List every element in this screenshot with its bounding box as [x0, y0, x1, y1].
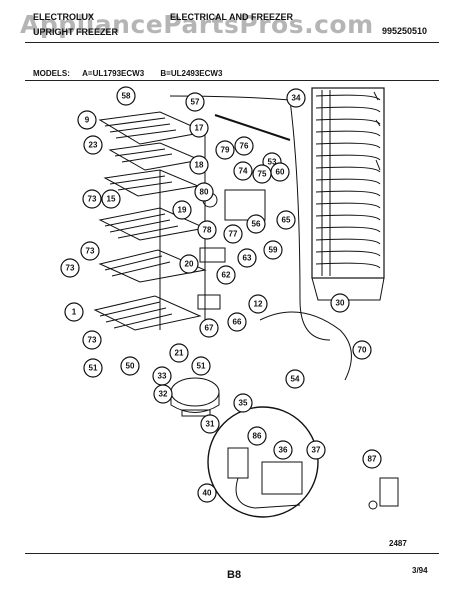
callout-53: 53	[268, 158, 277, 167]
models-line: MODELS: A=UL1793ECW3 B=UL2493ECW3	[33, 69, 222, 78]
models-rule	[25, 80, 439, 81]
callout-51: 51	[197, 362, 206, 371]
callout-73b: 73	[86, 247, 95, 256]
callout-20: 20	[185, 260, 194, 269]
shelves	[93, 111, 207, 331]
callout-60: 60	[276, 168, 285, 177]
callout-1: 1	[72, 308, 77, 317]
control-box	[224, 189, 266, 221]
callout-30: 30	[336, 299, 345, 308]
callout-87: 87	[368, 455, 377, 464]
callout-31: 31	[206, 420, 215, 429]
callout-40: 40	[203, 489, 212, 498]
callout-54: 54	[291, 375, 300, 384]
callout-62: 62	[222, 271, 231, 280]
callout-12: 12	[254, 300, 263, 309]
callout-18: 18	[195, 161, 204, 170]
header-rule	[25, 42, 439, 43]
callout-58: 58	[122, 92, 131, 101]
callout-32: 32	[159, 390, 168, 399]
drawing-number: 2487	[389, 539, 407, 548]
callout-21: 21	[175, 349, 184, 358]
callout-23: 23	[89, 141, 98, 150]
product-line: UPRIGHT FREEZER	[33, 27, 119, 37]
section-title: ELECTRICAL AND FREEZER	[170, 12, 294, 22]
watermark: AppliancePartsPros.com	[20, 10, 374, 39]
callout-80: 80	[200, 188, 209, 197]
footer-rule	[25, 553, 439, 554]
callout-17: 17	[195, 124, 204, 133]
callout-76: 76	[240, 142, 249, 151]
page-number: B8	[227, 569, 242, 581]
model-b: B=UL2493ECW3	[160, 69, 223, 78]
callout-77: 77	[229, 230, 238, 239]
part-number: 995250510	[382, 26, 428, 36]
detail-view-circle	[207, 406, 319, 518]
compressor	[170, 377, 220, 417]
callout-33: 33	[158, 372, 167, 381]
callout-73c: 73	[66, 264, 75, 273]
callout-37: 37	[312, 446, 321, 455]
callout-59: 59	[269, 246, 278, 255]
callout-66: 66	[233, 318, 242, 327]
callout-56: 56	[252, 220, 261, 229]
callout-9: 9	[85, 116, 90, 125]
callout-15: 15	[107, 195, 116, 204]
callout-34: 34	[292, 94, 301, 103]
callout-65: 65	[282, 216, 291, 225]
callout-86: 86	[253, 432, 262, 441]
callout-63: 63	[243, 254, 252, 263]
callout-73d: 73	[88, 336, 97, 345]
callout-markers: 58 57 34 9 17 76 23 79 53 18 74 75 60 80…	[60, 86, 382, 503]
condenser-coil	[311, 87, 385, 301]
callout-70: 70	[358, 346, 367, 355]
callout-73: 73	[88, 195, 97, 204]
refrigerant-tubing	[169, 95, 331, 341]
callout-50: 50	[126, 362, 135, 371]
callout-35: 35	[239, 399, 248, 408]
callout-57: 57	[191, 98, 200, 107]
callout-75: 75	[258, 170, 267, 179]
revision-date: 3/94	[412, 566, 428, 575]
callout-51b: 51	[89, 364, 98, 373]
callout-67: 67	[205, 324, 214, 333]
model-a: A=UL1793ECW3	[82, 69, 145, 78]
callout-78: 78	[203, 226, 212, 235]
callout-79: 79	[221, 146, 230, 155]
callout-74: 74	[239, 167, 248, 176]
models-label: MODELS:	[33, 69, 70, 78]
callout-36: 36	[279, 446, 288, 455]
callout-19: 19	[178, 206, 187, 215]
brand-line: ELECTROLUX	[33, 12, 95, 22]
